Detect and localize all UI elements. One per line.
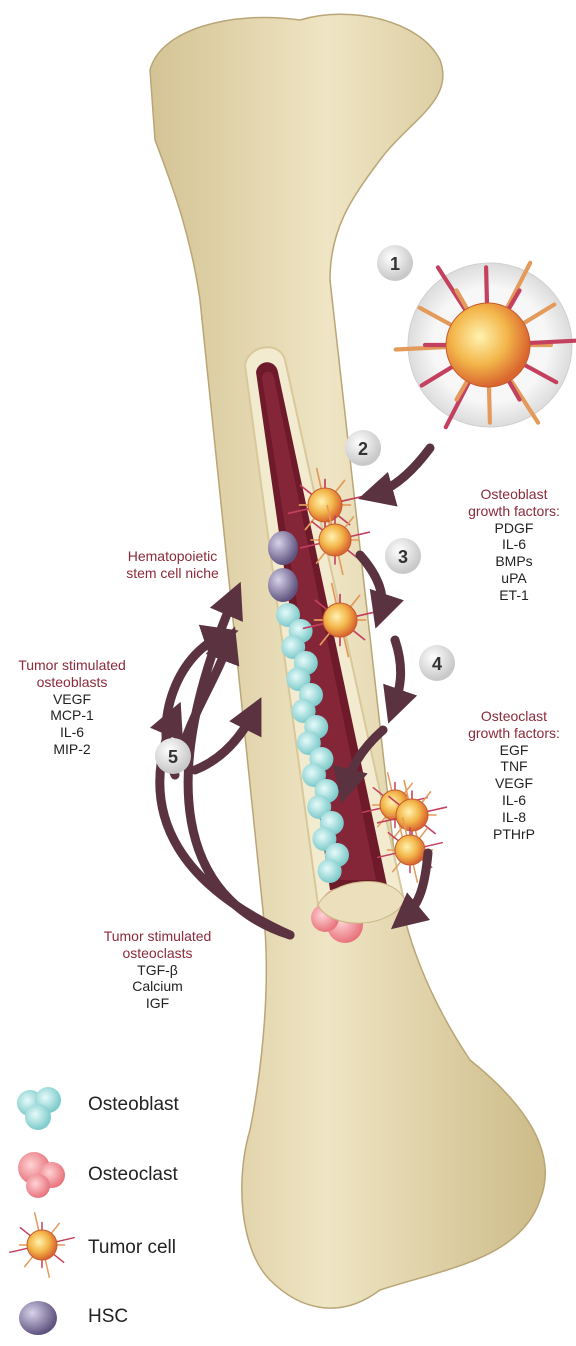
label-line: Hematopoietic <box>110 548 235 565</box>
tumor-cell-bubble <box>396 263 576 427</box>
step-badge-5: 5 <box>155 738 191 774</box>
factor-item: ET-1 <box>455 587 573 604</box>
legend-tumor-cell-label: Tumor cell <box>88 1237 176 1259</box>
svg-text:4: 4 <box>432 654 442 674</box>
svg-text:3: 3 <box>398 547 408 567</box>
label-line: stem cell niche <box>110 565 235 582</box>
factor-item: MCP-1 <box>12 707 132 724</box>
factor-item: IL-6 <box>455 536 573 553</box>
factor-item: PDGF <box>455 520 573 537</box>
factor-item: uPA <box>455 570 573 587</box>
factor-item: TNF <box>455 758 573 775</box>
svg-text:2: 2 <box>358 439 368 459</box>
step-badge-3: 3 <box>385 538 421 574</box>
label-title: growth factors: <box>455 725 573 742</box>
factor-item: PTHrP <box>455 826 573 843</box>
label-title: growth factors: <box>455 503 573 520</box>
label-osteoclast-factors: Osteoclast growth factors: EGF TNF VEGF … <box>455 708 573 842</box>
label-osteoblast-factors: Osteoblast growth factors: PDGF IL-6 BMP… <box>455 486 573 604</box>
factor-item: VEGF <box>12 691 132 708</box>
legend-hsc-label: HSC <box>88 1306 128 1328</box>
svg-text:5: 5 <box>168 747 178 767</box>
label-title: Tumor stimulated <box>12 657 132 674</box>
legend-osteoclast-label: Osteoclast <box>88 1164 178 1186</box>
factor-item: MIP-2 <box>12 741 132 758</box>
osteoblast-icon <box>17 1087 61 1130</box>
factor-item: BMPs <box>455 553 573 570</box>
factor-item: IL-6 <box>12 724 132 741</box>
label-title: Osteoblast <box>455 486 573 503</box>
legend-osteoblast-label: Osteoblast <box>88 1094 179 1116</box>
factor-item: IL-6 <box>455 792 573 809</box>
label-tumor-osteoblasts: Tumor stimulated osteoblasts VEGF MCP-1 … <box>12 657 132 758</box>
step-badge-4: 4 <box>419 645 455 681</box>
factor-item: VEGF <box>455 775 573 792</box>
hsc-icon <box>19 1301 57 1335</box>
factor-item: IL-8 <box>455 809 573 826</box>
label-tumor-osteoclasts: Tumor stimulated osteoclasts TGF-β Calci… <box>95 928 220 1012</box>
factor-item: IGF <box>95 995 220 1012</box>
tumor-cell <box>10 1213 74 1277</box>
step-badge-2: 2 <box>345 430 381 466</box>
step-badge-1: 1 <box>377 245 413 281</box>
svg-text:1: 1 <box>390 254 400 274</box>
label-title: osteoblasts <box>12 674 132 691</box>
label-title: Tumor stimulated <box>95 928 220 945</box>
factor-item: TGF-β <box>95 962 220 979</box>
label-title: osteoclasts <box>95 945 220 962</box>
osteoblast-cell <box>318 859 342 883</box>
tumor-cell-icon <box>10 1213 74 1277</box>
factor-item: EGF <box>455 742 573 759</box>
hsc-cell <box>268 531 298 565</box>
factor-item: Calcium <box>95 978 220 995</box>
label-title: Osteoclast <box>455 708 573 725</box>
osteoclast-icon <box>18 1152 65 1198</box>
label-hsc-niche: Hematopoietic stem cell niche <box>110 548 235 582</box>
hsc-cell <box>268 568 298 602</box>
